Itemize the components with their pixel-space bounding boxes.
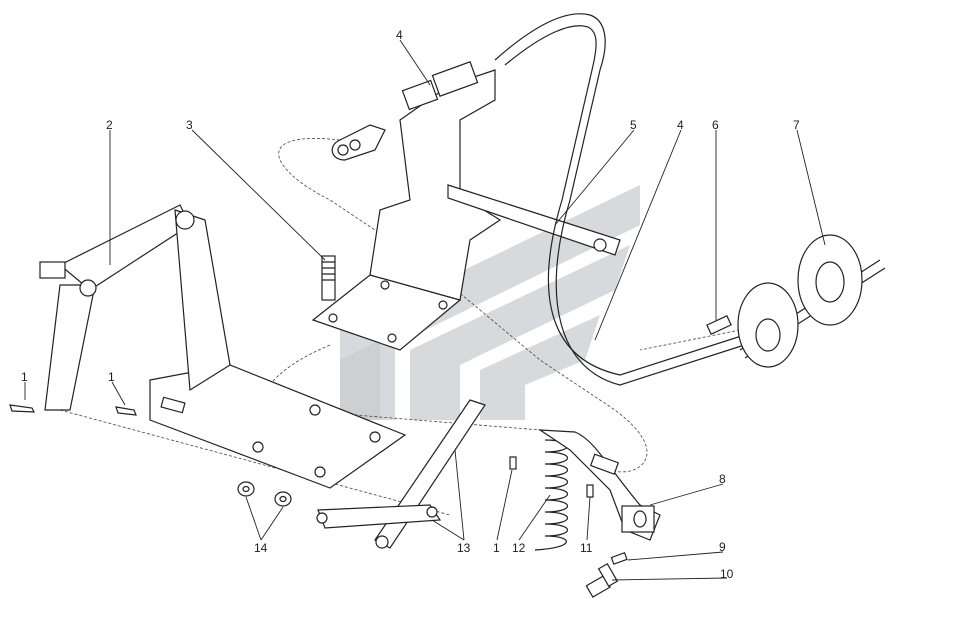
- small-parts: [9, 396, 628, 598]
- callout-1-left: 1: [21, 370, 28, 384]
- part-arm: [537, 429, 661, 541]
- callout-14: 14: [254, 541, 268, 555]
- callout-13: 13: [457, 541, 471, 555]
- part-screw: [706, 315, 732, 335]
- callout-1-mid: 1: [108, 370, 115, 384]
- part-cable: [331, 13, 761, 386]
- part-stud: [321, 255, 336, 301]
- callout-leaders: [24, 39, 826, 581]
- callout-labels: 4 2 3 5 4 6 7 1 1 8 9 10 14 13 1 12 11: [21, 28, 800, 581]
- part-upper-bracket: [311, 69, 621, 351]
- callout-12: 12: [512, 541, 526, 555]
- callout-10: 10: [720, 567, 734, 581]
- part-bracket-frame: [39, 204, 407, 489]
- part-flange-shaft: [737, 234, 886, 368]
- callout-9: 9: [719, 540, 726, 554]
- part-lever: [316, 399, 486, 549]
- callout-2: 2: [106, 118, 113, 132]
- callout-7: 7: [793, 118, 800, 132]
- callout-6: 6: [712, 118, 719, 132]
- callout-8: 8: [719, 472, 726, 486]
- callout-4-cable: 4: [396, 28, 403, 42]
- callout-11: 11: [580, 541, 593, 555]
- callout-1-bottom: 1: [493, 541, 500, 555]
- part-spring: [534, 439, 568, 551]
- callout-5: 5: [630, 118, 637, 132]
- callout-4-bracket: 4: [677, 118, 684, 132]
- watermark-logo: [340, 185, 640, 420]
- callout-3: 3: [186, 118, 193, 132]
